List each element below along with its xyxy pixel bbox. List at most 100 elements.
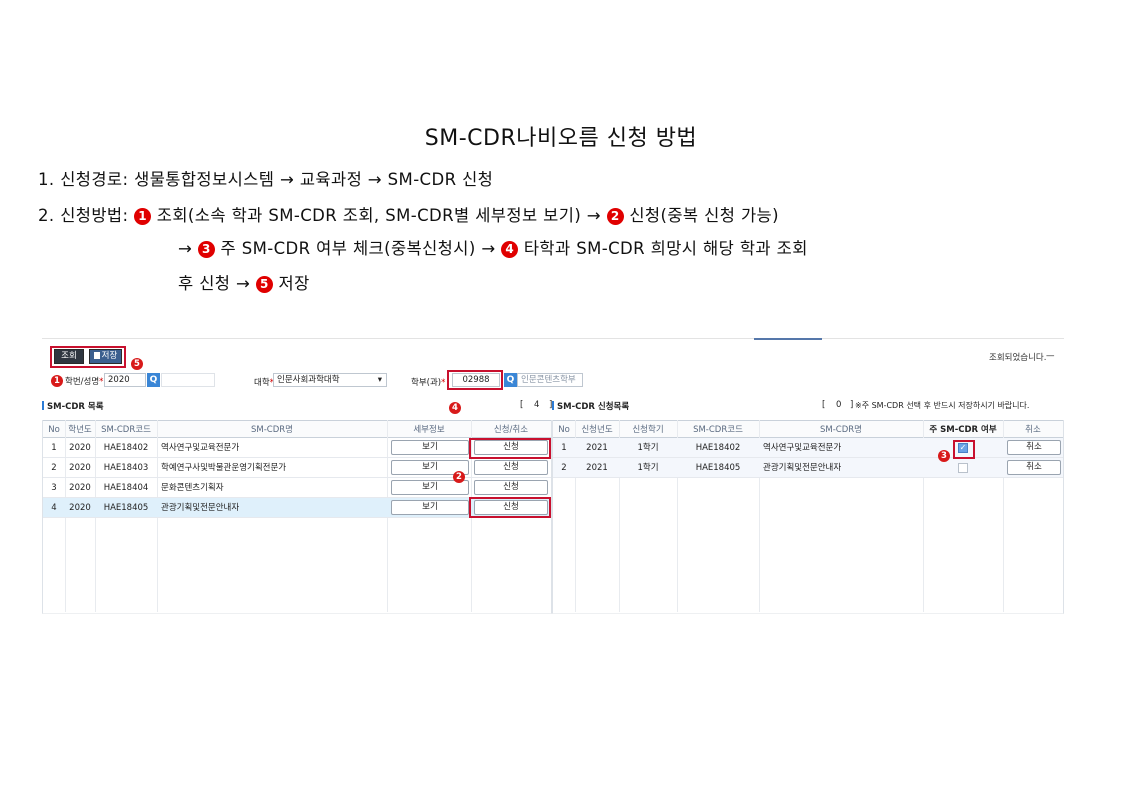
row-no: 2: [51, 463, 57, 473]
right-grid-header: No 신청년도 신청학기 SM-CDR코드 SM-CDR명 주 SM-CDR 여…: [553, 420, 1063, 438]
table-row-selected[interactable]: 4 2020 HAE18405 관광기획및전문안내자 보기 신청: [43, 498, 551, 518]
status-close-icon[interactable]: —: [1046, 351, 1055, 361]
detail-view-button[interactable]: 보기: [391, 460, 469, 475]
step-2-text: 신청(중복 신청 가능): [623, 206, 779, 225]
dept-label: 학부(과)*: [411, 378, 446, 388]
row-no: 1: [51, 443, 57, 453]
col-no: No: [558, 425, 570, 435]
apply-button[interactable]: 신청: [474, 460, 548, 475]
detail-view-button[interactable]: 보기: [391, 440, 469, 455]
right-panel-note: ※주 SM-CDR 선택 후 반드시 저장하시기 바랍니다.: [855, 401, 1030, 410]
student-input[interactable]: 2020: [104, 373, 146, 387]
step-1-badge: 1: [134, 208, 152, 225]
chevron-down-icon: ▾: [377, 375, 382, 385]
row-name: 역사연구및교육전문가: [763, 443, 842, 453]
row-code: HAE18402: [695, 443, 741, 453]
row-term: 1학기: [637, 443, 659, 453]
app-screenshot: 조회 저장 5 조회되었습니다. — 1 학번/성명* 2020 Q 대학* 인…: [42, 338, 1064, 614]
apply-button[interactable]: 신청: [474, 480, 548, 495]
table-row[interactable]: 2 2021 1학기 HAE18405 관광기획및전문안내자 취소: [553, 458, 1063, 478]
method-line-1: 2. 신청방법: 1 조회(소속 학과 SM-CDR 조회, SM-CDR별 세…: [38, 202, 779, 226]
college-label: 대학*: [254, 378, 274, 388]
col-action: 신청/취소: [493, 425, 529, 435]
highlight-apply-row1: [469, 438, 551, 459]
step-2-badge: 2: [606, 208, 624, 225]
main-cdr-checkbox[interactable]: ✓: [958, 443, 968, 453]
marker-5: 5: [131, 358, 143, 370]
status-message: 조회되었습니다.: [989, 353, 1047, 363]
left-count: 4: [534, 400, 540, 410]
row-year: 2021: [586, 443, 608, 453]
apply-button[interactable]: 신청: [474, 440, 548, 455]
page-title: SM-CDR나비오름 신청 방법: [424, 126, 698, 151]
col-name: SM-CDR명: [250, 425, 293, 435]
student-search-icon[interactable]: Q: [147, 373, 160, 387]
left-count-close: ]: [549, 400, 553, 410]
row-name: 관광기획및전문안내자: [763, 463, 842, 473]
row-no: 4: [51, 503, 57, 513]
right-count: 0: [836, 400, 842, 410]
col-code: SM-CDR코드: [693, 425, 743, 435]
marker-4: 4: [449, 402, 461, 414]
col-code: SM-CDR코드: [101, 425, 151, 435]
col-apply-year: 신청년도: [581, 425, 613, 435]
line4-prefix: 후 신청 →: [178, 274, 256, 293]
col-name: SM-CDR명: [819, 425, 862, 435]
col-detail: 세부정보: [413, 425, 445, 435]
method-line-3: 후 신청 → 5 저장: [178, 270, 310, 294]
step-4-badge: 4: [501, 241, 519, 258]
marker-2: 2: [453, 471, 465, 483]
arrow-text: →: [178, 239, 198, 258]
row-name: 학예연구사및박물관운영기획전문가: [161, 463, 287, 473]
highlight-dept: [447, 370, 503, 390]
step-5-badge: 5: [255, 276, 273, 293]
table-row[interactable]: 2 2020 HAE18403 학예연구사및박물관운영기획전문가 보기 신청: [43, 458, 551, 478]
row-code: HAE18404: [103, 483, 149, 493]
row-no: 1: [561, 443, 567, 453]
right-count-open: [: [822, 400, 826, 410]
main-cdr-checkbox[interactable]: [958, 463, 968, 473]
save-button[interactable]: 저장: [89, 349, 122, 364]
college-select[interactable]: 인문사회과학대학 ▾: [273, 373, 387, 387]
highlight-apply-row4: [469, 497, 551, 518]
apply-button[interactable]: 신청: [474, 500, 548, 515]
row-name: 문화콘텐츠기획자: [161, 483, 224, 493]
row-year: 2020: [69, 443, 91, 453]
cancel-button[interactable]: 취소: [1007, 440, 1061, 455]
row-year: 2020: [69, 483, 91, 493]
detail-view-button[interactable]: 보기: [391, 480, 469, 495]
col-apply-term: 신청학기: [632, 425, 664, 435]
active-tab-indicator: [754, 338, 822, 340]
marker-3: 3: [938, 450, 950, 462]
college-value: 인문사회과학대학: [277, 375, 340, 385]
left-panel-title: SM-CDR 목록: [42, 400, 104, 412]
col-no: No: [48, 425, 60, 435]
step-4-text: 타학과 SM-CDR 희망시 해당 학과 조회: [518, 239, 808, 258]
step-1-text: 조회(소속 학과 SM-CDR 조회, SM-CDR별 세부정보 보기) →: [151, 206, 607, 225]
row-name: 관광기획및전문안내자: [161, 503, 240, 513]
highlight-main-checkbox: [953, 440, 975, 459]
detail-view-button[interactable]: 보기: [391, 500, 469, 515]
left-grid: No 학년도 SM-CDR코드 SM-CDR명 세부정보 신청/취소 1 202…: [42, 420, 552, 614]
dept-name-field: 인문콘텐츠학부: [517, 373, 583, 387]
right-grid: No 신청년도 신청학기 SM-CDR코드 SM-CDR명 주 SM-CDR 여…: [552, 420, 1064, 614]
save-icon: [93, 352, 100, 359]
dept-code-input[interactable]: 02988: [452, 373, 500, 387]
table-row[interactable]: 1 2020 HAE18402 역사연구및교육전문가 보기 신청: [43, 438, 551, 458]
student-name-field: [161, 373, 215, 387]
cancel-button[interactable]: 취소: [1007, 460, 1061, 475]
row-code: HAE18405: [695, 463, 741, 473]
student-label: 학번/성명*: [65, 377, 104, 387]
table-row[interactable]: 1 2021 1학기 HAE18402 역사연구및교육전문가 ✓ 취소: [553, 438, 1063, 458]
path-line: 1. 신청경로: 생물통합정보시스템 → 교육과정 → SM-CDR 신청: [38, 170, 494, 189]
dept-search-icon[interactable]: Q: [504, 373, 517, 387]
search-button[interactable]: 조회: [54, 349, 84, 364]
row-name: 역사연구및교육전문가: [161, 443, 240, 453]
top-divider: [42, 338, 1064, 339]
table-row[interactable]: 3 2020 HAE18404 문화콘텐츠기획자 보기 신청: [43, 478, 551, 498]
row-year: 2020: [69, 463, 91, 473]
col-main: 주 SM-CDR 여부: [929, 425, 997, 435]
row-code: HAE18405: [103, 503, 149, 513]
step-3-text: 주 SM-CDR 여부 체크(중복신청시) →: [214, 239, 502, 258]
row-no: 3: [51, 483, 57, 493]
